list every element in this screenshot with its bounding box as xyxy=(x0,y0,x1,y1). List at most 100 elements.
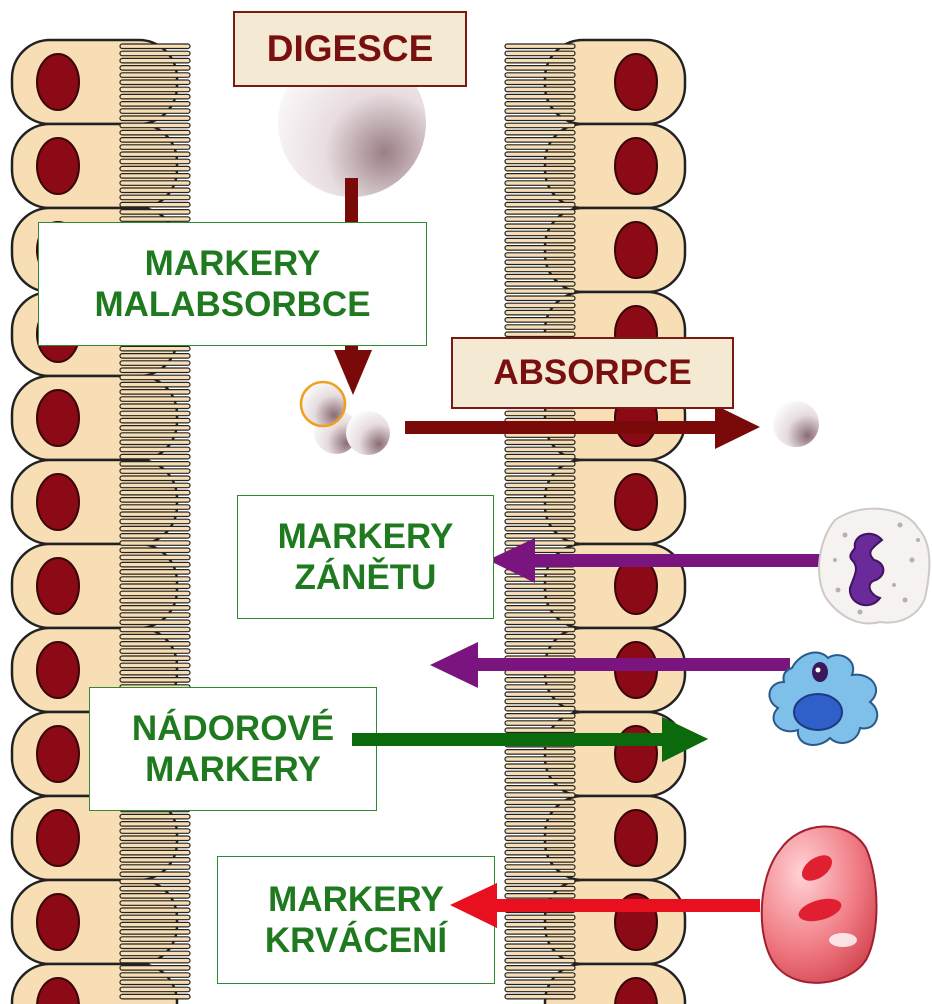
microvillus xyxy=(505,865,575,870)
microvillus xyxy=(120,195,190,200)
microvillus xyxy=(120,152,190,157)
cell-nucleus xyxy=(37,642,79,698)
digestion-label: DIGESCE xyxy=(233,11,467,87)
microvillus xyxy=(120,865,190,870)
microvillus xyxy=(120,562,190,567)
microvillus xyxy=(505,822,575,827)
microvillus xyxy=(120,80,190,85)
microvillus xyxy=(120,627,190,632)
microvillus xyxy=(505,814,575,819)
microvillus xyxy=(505,858,575,863)
bleeding-line-2: KRVÁCENÍ xyxy=(265,920,447,961)
microvillus xyxy=(120,87,190,92)
microvillus xyxy=(505,714,575,719)
microvillus xyxy=(120,382,190,387)
microvillus xyxy=(505,130,575,135)
malabsorption-line-1: MARKERY xyxy=(145,243,321,284)
microvillus xyxy=(120,966,190,971)
microvillus xyxy=(505,210,575,215)
digested-particles xyxy=(301,382,390,455)
microvillus xyxy=(505,642,575,647)
microvillus xyxy=(120,678,190,683)
microvillus xyxy=(120,555,190,560)
microvillus xyxy=(120,109,190,114)
microvillus xyxy=(505,44,575,49)
microvillus xyxy=(120,843,190,848)
microvillus xyxy=(120,958,190,963)
microvillus xyxy=(120,498,190,503)
microvillus xyxy=(505,325,575,330)
inflammation-line-2: ZÁNĚTU xyxy=(295,557,437,598)
cell-nucleus xyxy=(37,810,79,866)
microvillus xyxy=(120,174,190,179)
microvillus xyxy=(120,606,190,611)
microvillus xyxy=(120,886,190,891)
microvillus xyxy=(505,289,575,294)
microvillus xyxy=(505,613,575,618)
left-intestinal-wall xyxy=(12,40,190,1004)
microvillus xyxy=(505,994,575,999)
microvillus xyxy=(120,116,190,121)
microvillus xyxy=(505,793,575,798)
microvillus xyxy=(120,188,190,193)
microvillus xyxy=(505,620,575,625)
microvillus xyxy=(120,66,190,71)
microvillus xyxy=(505,728,575,733)
microvillus xyxy=(505,217,575,222)
microvillus xyxy=(505,94,575,99)
microvillus xyxy=(120,642,190,647)
microvillus xyxy=(505,584,575,589)
microvillus xyxy=(505,843,575,848)
digestion-text: DIGESCE xyxy=(267,27,434,71)
microvillus xyxy=(120,526,190,531)
microvillus xyxy=(505,591,575,596)
microvillus xyxy=(505,937,575,942)
microvillus xyxy=(120,591,190,596)
erythrocyte-icon xyxy=(762,826,877,982)
tumor-markers-label: NÁDOROVÉ MARKERY xyxy=(89,687,377,811)
microvillus xyxy=(120,577,190,582)
microvillus xyxy=(120,210,190,215)
neutrophil-icon xyxy=(819,509,929,624)
microvillus xyxy=(120,51,190,56)
microvillus xyxy=(120,94,190,99)
microvillus xyxy=(505,634,575,639)
microvillus xyxy=(505,332,575,337)
microvillus xyxy=(120,354,190,359)
cell-nucleus xyxy=(615,138,657,194)
microvillus xyxy=(120,620,190,625)
microvillus xyxy=(120,901,190,906)
microvillus xyxy=(505,577,575,582)
microvillus xyxy=(505,73,575,78)
microvillus xyxy=(505,80,575,85)
microvillus xyxy=(120,159,190,164)
microvillus xyxy=(505,318,575,323)
microvillus xyxy=(120,469,190,474)
microvillus xyxy=(505,966,575,971)
microvillus xyxy=(505,541,575,546)
microvillus xyxy=(120,426,190,431)
microvillus xyxy=(505,231,575,236)
microvillus xyxy=(120,512,190,517)
microvillus xyxy=(505,267,575,272)
microvillus xyxy=(120,166,190,171)
microvillus xyxy=(120,490,190,495)
microvillus xyxy=(120,570,190,575)
microvillus xyxy=(120,872,190,877)
microvillus xyxy=(120,670,190,675)
microvillus xyxy=(505,505,575,510)
microvillus xyxy=(120,519,190,524)
microvillus xyxy=(120,994,190,999)
microvillus xyxy=(120,930,190,935)
microvillus xyxy=(120,411,190,416)
microvillus xyxy=(505,202,575,207)
microvillus xyxy=(120,404,190,409)
microvillus xyxy=(120,584,190,589)
microvillus xyxy=(120,951,190,956)
microvillus xyxy=(505,224,575,229)
microvillus xyxy=(505,951,575,956)
microvillus xyxy=(505,66,575,71)
microvillus xyxy=(120,361,190,366)
microvillus xyxy=(120,944,190,949)
microvillus xyxy=(505,980,575,985)
